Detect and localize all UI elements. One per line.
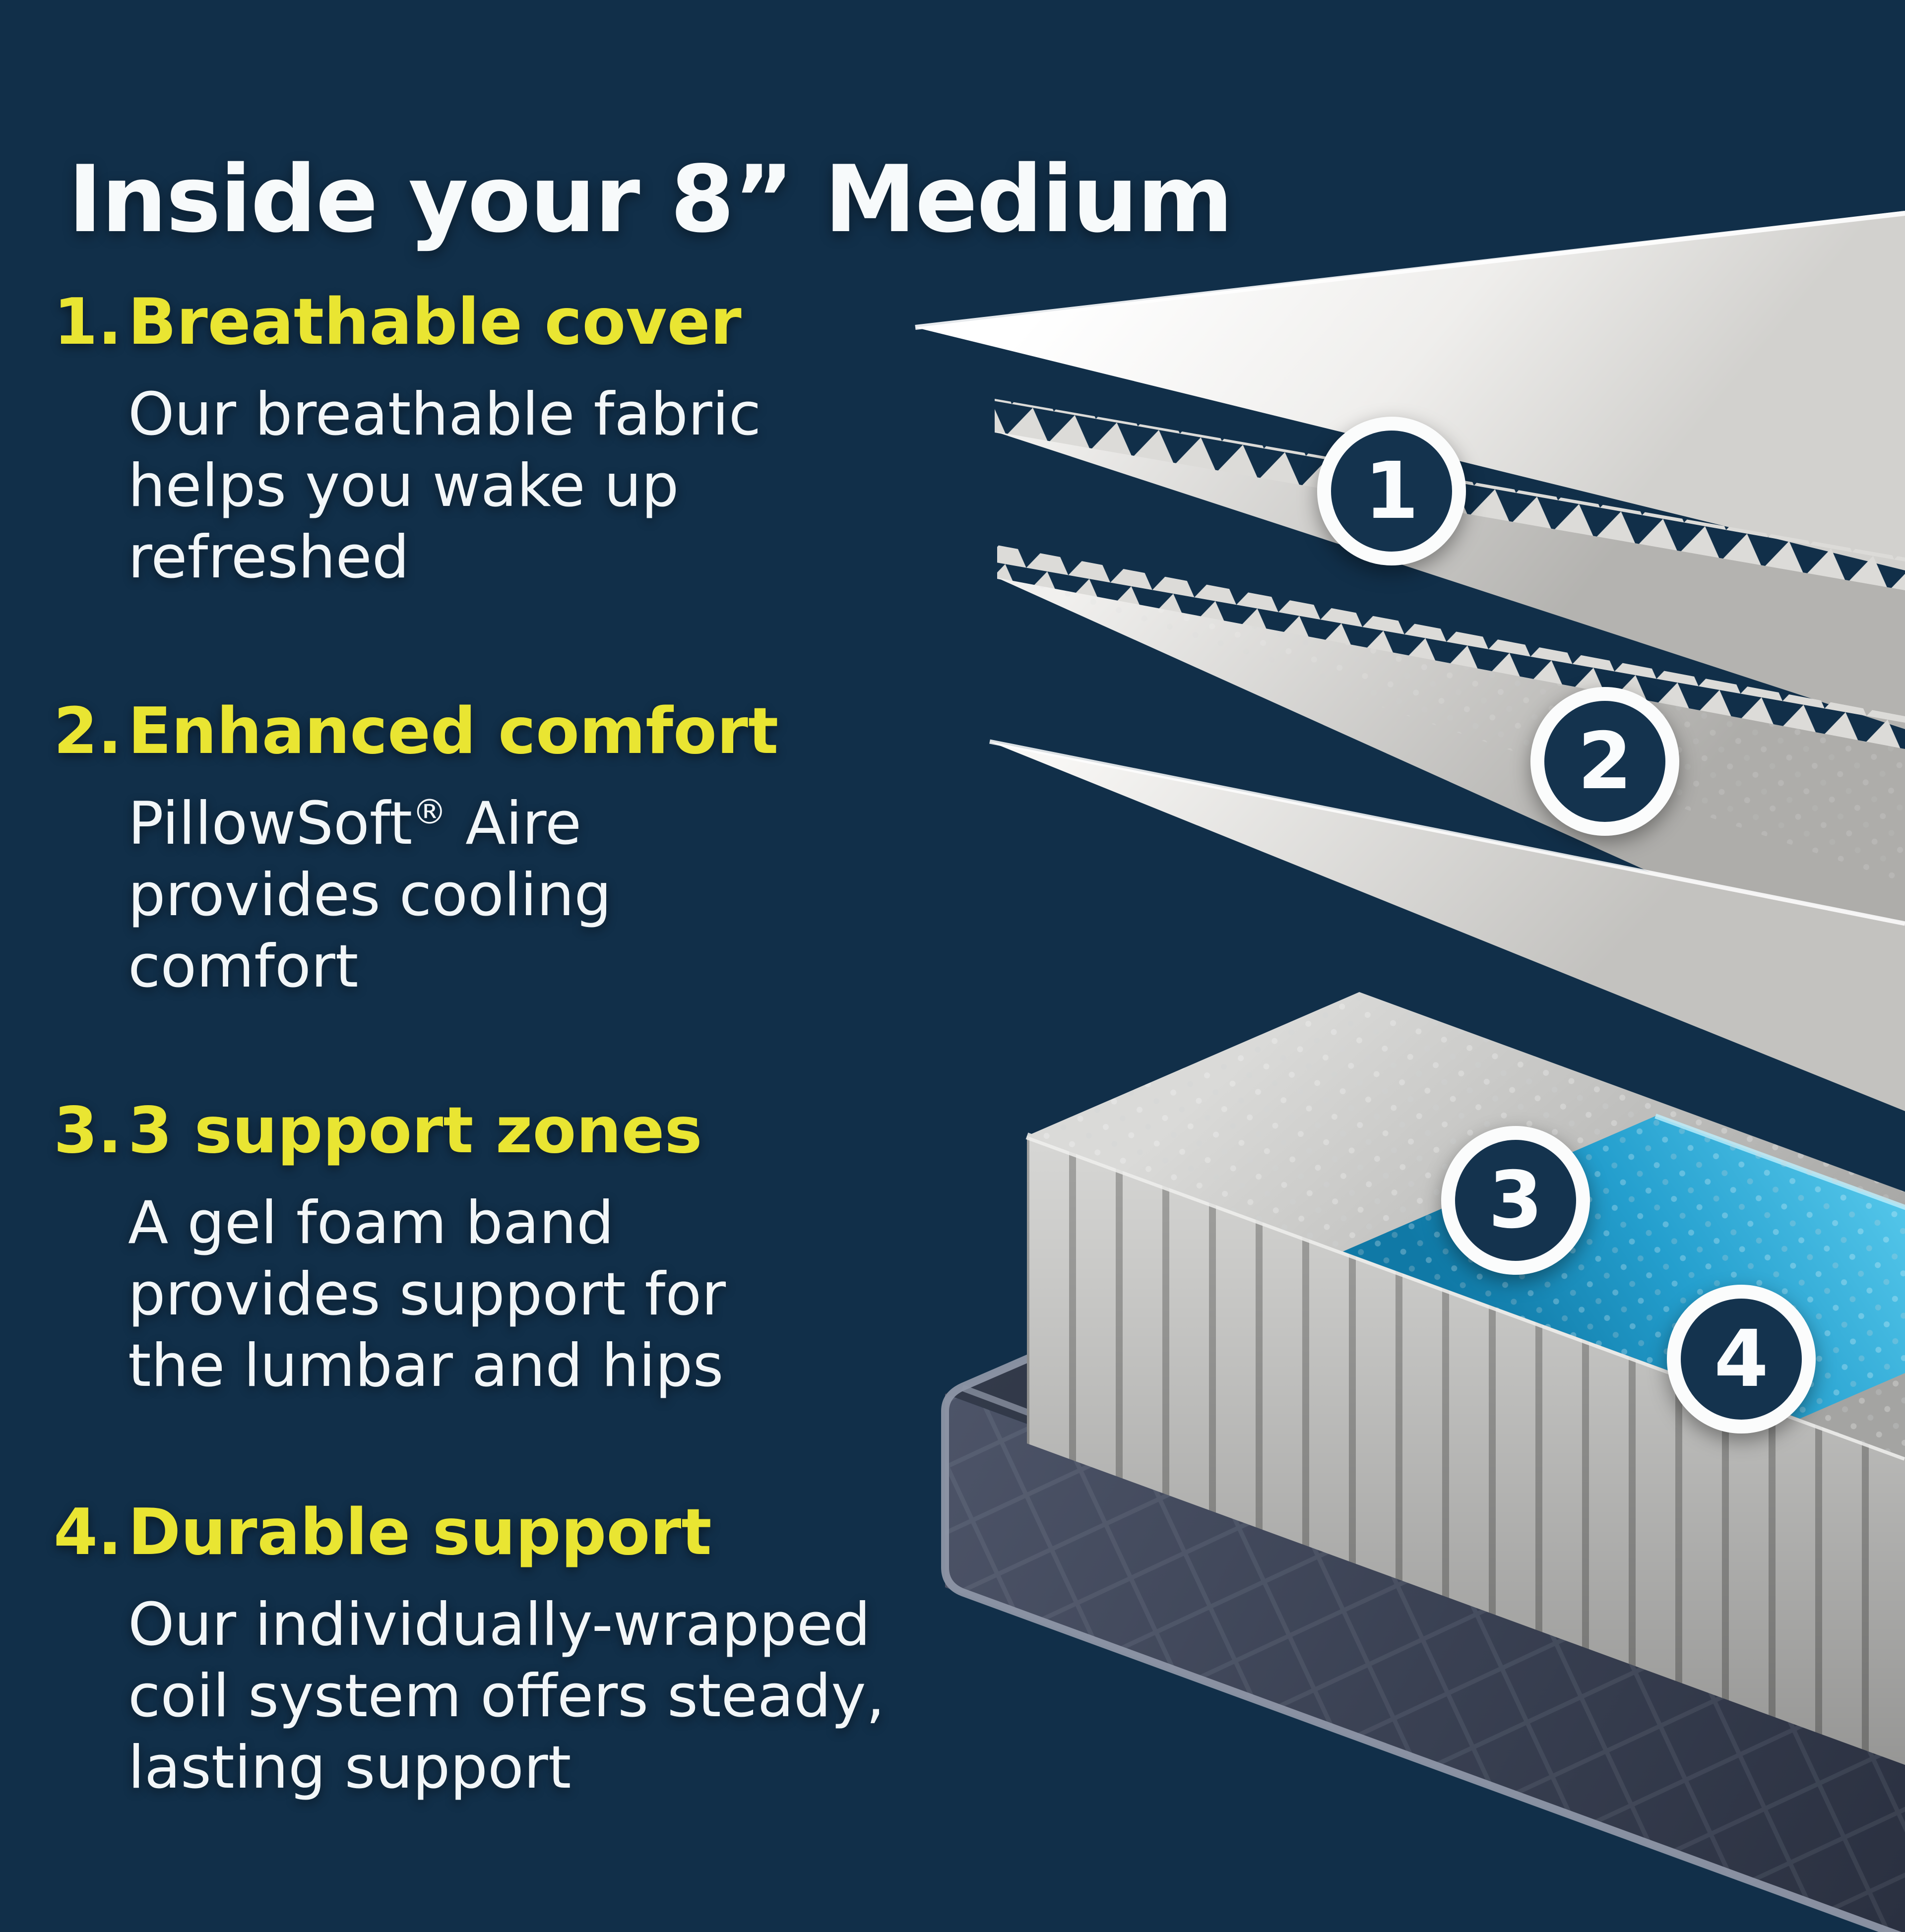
feature-heading: 1. Breathable cover [54, 285, 761, 359]
body-line: helps you wake up [128, 452, 679, 520]
registered-trademark: ® [412, 792, 447, 832]
feature-title: Breathable cover [128, 285, 742, 359]
layer-marker-2: 2 [1530, 687, 1679, 836]
feature-heading: 2. Enhanced comfort [54, 694, 778, 768]
feature-description: Our individually-wrapped coil system off… [128, 1589, 885, 1804]
body-line: comfort [128, 933, 359, 1001]
body-line: provides cooling [128, 861, 612, 930]
body-line: A gel foam band [128, 1189, 614, 1257]
marker-label: 2 [1578, 716, 1632, 807]
layer-marker-4: 4 [1667, 1285, 1816, 1433]
body-line: the lumbar and hips [128, 1332, 724, 1400]
page-title: Inside your 8” Medium [68, 145, 1233, 253]
body-line: PillowSoft® Aire [128, 790, 582, 858]
feature-number: 1. [54, 285, 122, 359]
feature-item-1: 1. Breathable cover Our breathable fabri… [54, 285, 761, 593]
marker-label: 1 [1364, 445, 1419, 537]
feature-title: Durable support [128, 1496, 712, 1569]
feature-description: PillowSoft® Aire provides cooling comfor… [128, 788, 778, 1002]
body-line: Our individually-wrapped [128, 1591, 871, 1659]
marker-label: 3 [1488, 1155, 1543, 1246]
layer-marker-1: 1 [1317, 417, 1466, 565]
cover-layer [915, 211, 1905, 570]
feature-item-2: 2. Enhanced comfort PillowSoft® Aire pro… [54, 694, 778, 1002]
body-line: coil system offers steady, [128, 1662, 885, 1731]
marker-label: 4 [1714, 1313, 1769, 1405]
body-line: provides support for [128, 1260, 726, 1329]
feature-number: 4. [54, 1496, 122, 1569]
feature-number: 3. [54, 1094, 122, 1168]
body-line: lasting support [128, 1734, 572, 1802]
feature-item-3: 3. 3 support zones A gel foam band provi… [54, 1094, 726, 1402]
feature-number: 2. [54, 694, 122, 768]
base-piping [941, 1242, 1902, 1932]
feature-description: Our breathable fabric helps you wake up … [128, 379, 761, 593]
feature-heading: 4. Durable support [54, 1496, 885, 1569]
feature-description: A gel foam band provides support for the… [128, 1187, 726, 1402]
body-line: refreshed [128, 523, 410, 592]
feature-title: Enhanced comfort [128, 694, 779, 768]
feature-heading: 3. 3 support zones [54, 1094, 726, 1168]
body-line: Our breathable fabric [128, 380, 762, 449]
feature-item-4: 4. Durable support Our individually-wrap… [54, 1496, 885, 1804]
transition-foam-layer [989, 739, 1905, 1111]
feature-title: 3 support zones [128, 1094, 702, 1168]
layer-marker-3: 3 [1441, 1126, 1590, 1275]
